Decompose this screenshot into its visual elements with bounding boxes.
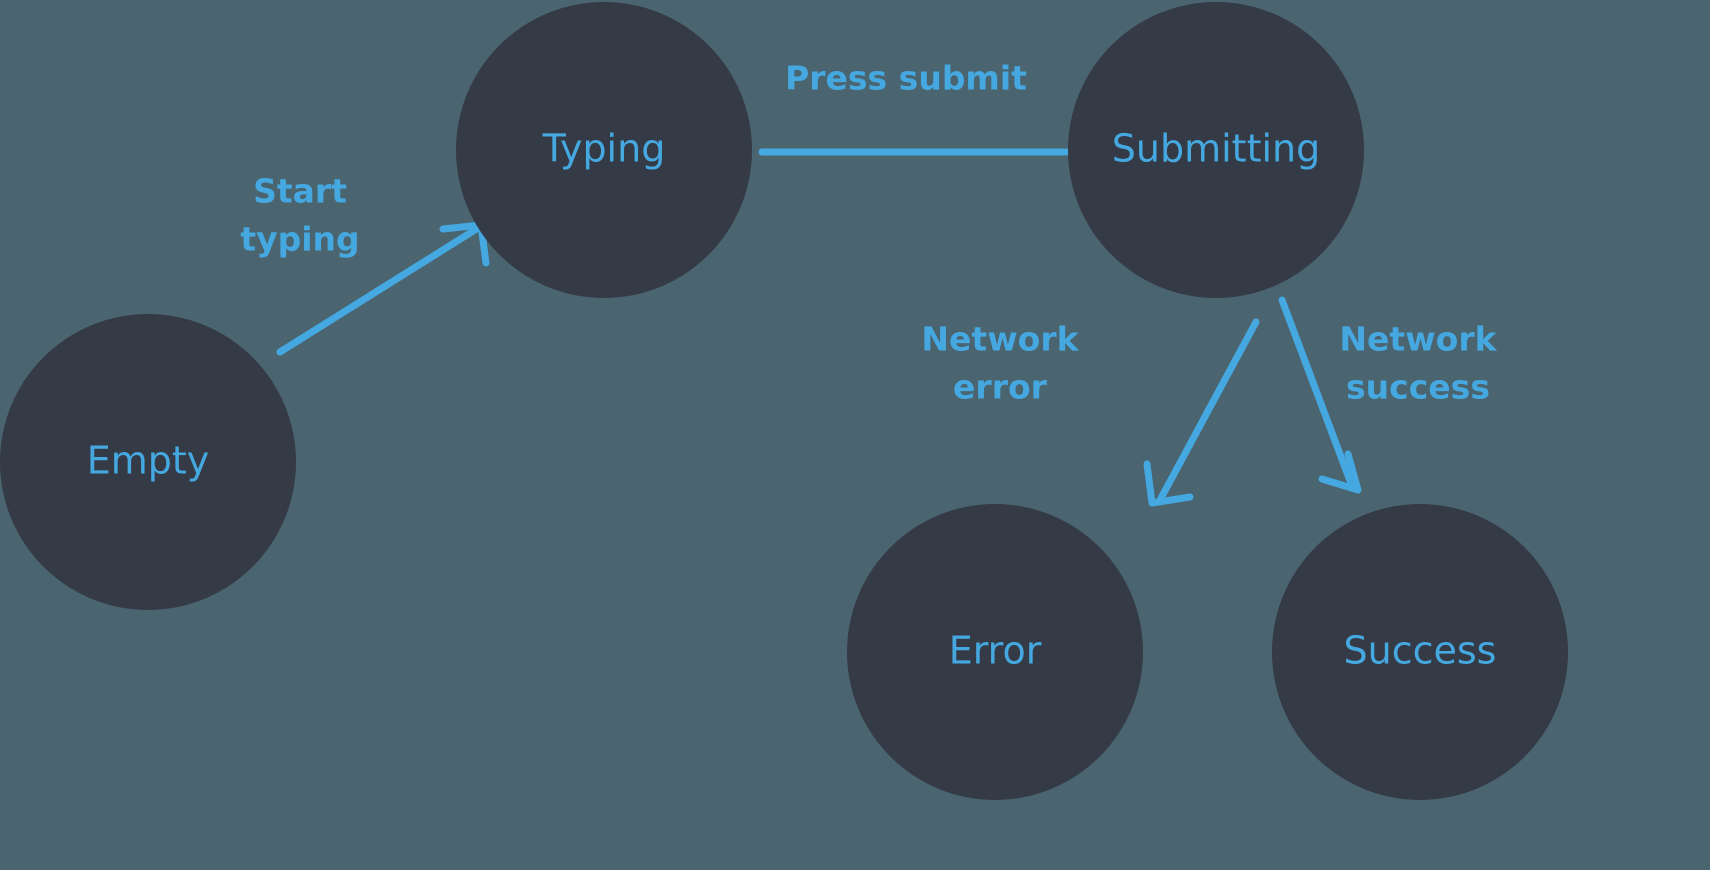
state-node-typing-circle[interactable]	[456, 2, 752, 298]
edge-label-submitting-to-success-line1: Network	[1339, 320, 1497, 359]
edge-label-submitting-to-error-line1: Network	[921, 320, 1079, 359]
state-node-empty[interactable]: Empty	[0, 314, 296, 610]
state-node-typing-label: Typing	[542, 127, 666, 171]
edge-submitting-to-error	[1143, 318, 1260, 507]
state-node-empty-label: Empty	[87, 439, 210, 483]
state-node-error[interactable]: Error	[847, 504, 1143, 800]
edge-label-typing-to-submitting: Press submit	[785, 59, 1027, 98]
edge-submitting-to-success	[1278, 296, 1362, 494]
arrowhead-submitting-to-error	[1143, 460, 1194, 507]
state-node-submitting-label: Submitting	[1112, 127, 1320, 171]
arrowhead-submitting-to-success	[1318, 450, 1362, 494]
edge-label-empty-to-typing-line1: Start	[253, 172, 347, 211]
edge-line-empty-to-typing	[276, 224, 482, 356]
state-node-typing[interactable]: Typing	[456, 2, 752, 298]
state-node-success[interactable]: Success	[1272, 504, 1568, 800]
state-node-submitting[interactable]: Submitting	[1068, 2, 1364, 298]
state-node-empty-circle[interactable]	[0, 314, 296, 610]
edge-label-submitting-to-error-line2: error	[953, 368, 1048, 407]
state-node-success-circle[interactable]	[1272, 504, 1568, 800]
edge-label-submitting-to-success-line2: success	[1346, 368, 1490, 407]
state-node-submitting-circle[interactable]	[1068, 2, 1364, 298]
state-node-success-label: Success	[1344, 629, 1497, 673]
edge-label-empty-to-typing-line2: typing	[240, 220, 359, 259]
state-node-error-label: Error	[949, 629, 1042, 673]
edge-line-submitting-to-error	[1156, 318, 1260, 504]
edge-line-submitting-to-success	[1278, 296, 1356, 490]
state-node-error-circle[interactable]	[847, 504, 1143, 800]
